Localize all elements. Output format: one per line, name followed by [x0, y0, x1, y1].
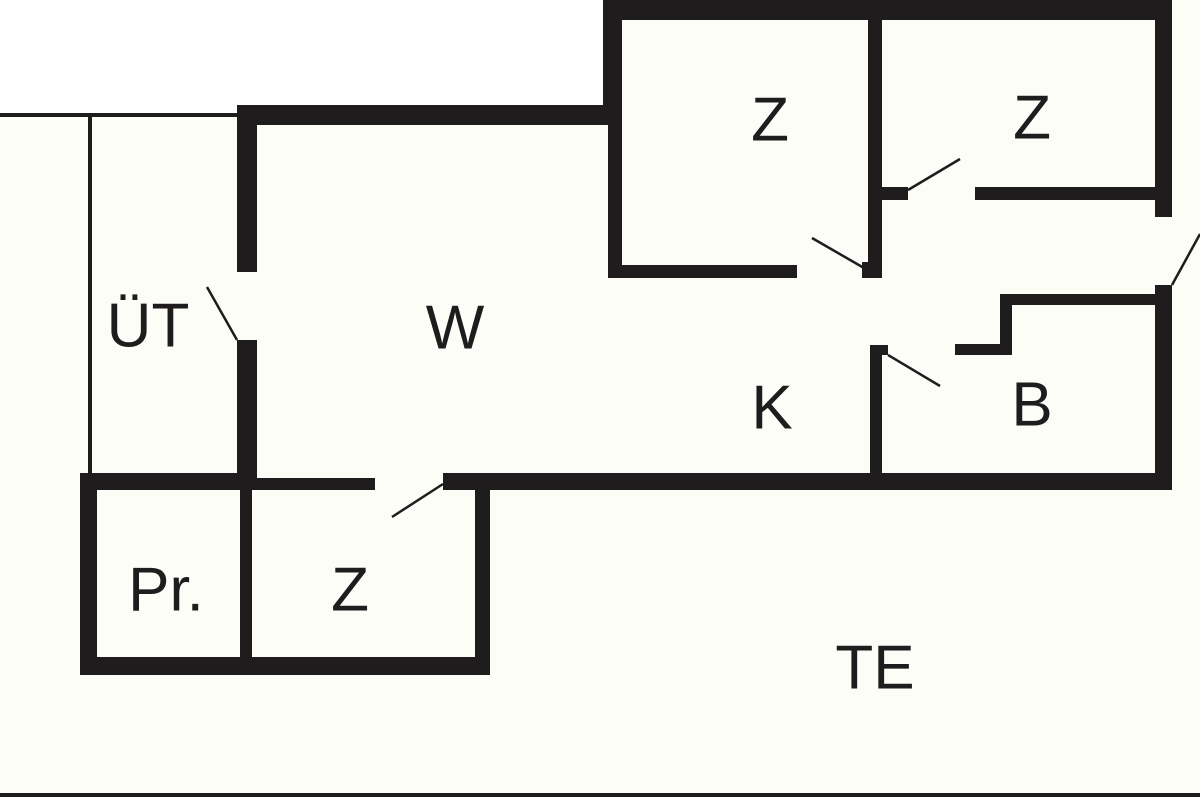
- room-label-terrace: TE: [835, 634, 914, 703]
- door-swing-bedroom-top-right: [907, 157, 961, 192]
- room-label-bedroom-top-left: Z: [751, 86, 789, 155]
- room-label-kitchen: K: [751, 374, 792, 443]
- door-swing-bedroom-top-left: [811, 236, 865, 270]
- room-label-bedroom-top-right: Z: [1013, 84, 1051, 153]
- door-swing-bedroom-bottom: [391, 482, 444, 519]
- thin-lines: [0, 113, 1200, 797]
- room-label-bedroom-bottom: Z: [331, 556, 369, 625]
- room-label-living: W: [426, 294, 485, 363]
- door-swing-entrance: [1170, 233, 1200, 286]
- door-swing-utility: [205, 286, 239, 341]
- room-label-pantry: Pr.: [128, 556, 204, 625]
- walls: [80, 0, 1172, 675]
- door-swing-bathroom: [887, 353, 941, 388]
- door-swings: [205, 157, 1200, 519]
- room-label-bathroom: B: [1011, 371, 1052, 440]
- room-label-utility: ÜT: [107, 292, 190, 361]
